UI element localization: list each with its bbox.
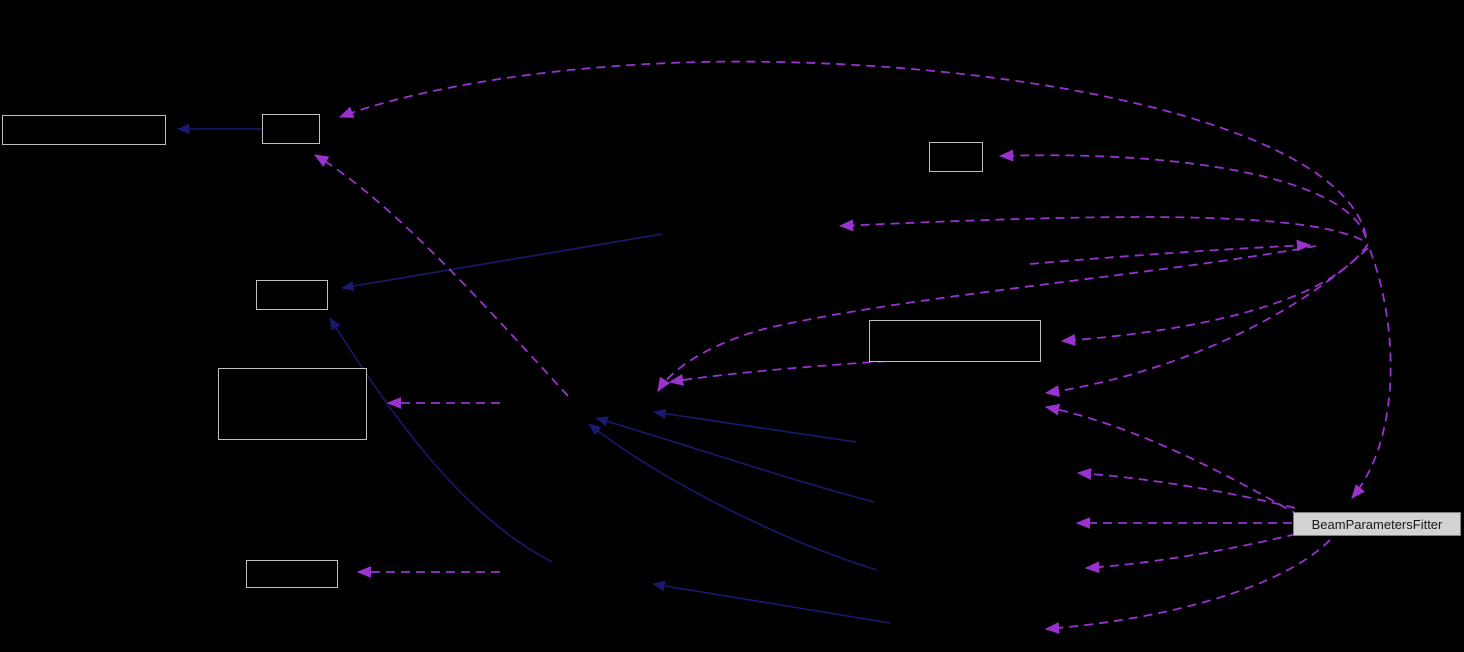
edge-hub-n3-curve xyxy=(329,317,553,563)
edge-n7-anchor-i xyxy=(1076,467,1296,509)
edge-fan-2 xyxy=(594,416,875,503)
edge-hub-anchor-e xyxy=(657,245,1317,393)
edge-n7-anchor-k xyxy=(1084,533,1297,574)
edge-n7-anchor-d xyxy=(1044,403,1301,517)
graph-node[interactable] xyxy=(929,142,983,172)
graph-node[interactable] xyxy=(246,560,338,588)
graph-node[interactable] xyxy=(869,320,1041,362)
edge-hub-n4 xyxy=(1060,243,1369,347)
edge-hub-anchor-c xyxy=(1044,247,1369,398)
graph-node[interactable] xyxy=(256,280,328,310)
edge-hub-n7-loop xyxy=(1351,249,1392,499)
edge-fan-4 xyxy=(651,580,891,624)
graph-node[interactable] xyxy=(262,114,320,144)
edge-hub-anchor-a xyxy=(838,216,1363,241)
inherit-edges xyxy=(176,123,891,624)
edge-anchor-b-n3 xyxy=(340,233,663,292)
edge-n4-hub xyxy=(668,351,1037,386)
graph-node-beamparametersfitter[interactable]: BeamParametersFitter xyxy=(1293,512,1461,536)
usage-edges xyxy=(313,60,1392,634)
node-label: BeamParametersFitter xyxy=(1311,516,1443,532)
edge-to-right-hub xyxy=(1029,239,1312,265)
edge-fan-1 xyxy=(652,408,857,443)
edge-hub-n1 xyxy=(313,154,569,397)
edge-n7-anchor-m xyxy=(1044,539,1331,634)
edge-fan-3 xyxy=(588,423,878,571)
graph-node[interactable] xyxy=(218,368,367,440)
edge-hub-n2 xyxy=(998,149,1367,239)
edge-top-arc-n1 xyxy=(338,60,1367,237)
graph-node[interactable] xyxy=(2,115,166,145)
